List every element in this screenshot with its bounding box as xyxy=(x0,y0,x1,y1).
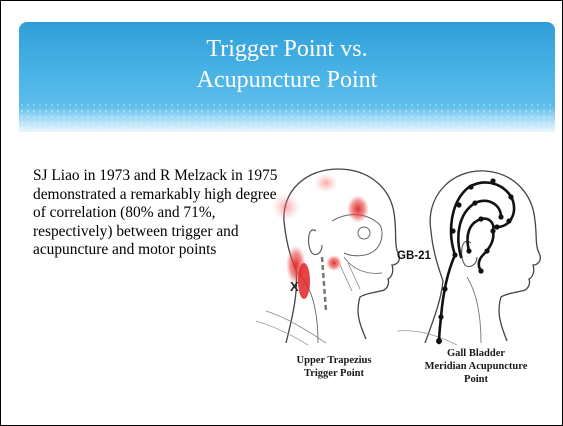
right-caption-line-2: Meridian Acupuncture xyxy=(401,360,551,373)
left-caption-line-2: Trigger Point xyxy=(267,367,401,380)
left-caption-line-1: Upper Trapezius xyxy=(267,354,401,367)
trapezius-head-illustration: X xyxy=(256,161,406,346)
left-figure-caption: Upper Trapezius Trigger Point xyxy=(267,354,401,380)
gallbladder-meridian-illustration: GB-21 xyxy=(397,161,549,346)
slide-title-line-1: Trigger Point vs. xyxy=(19,34,555,65)
slide-title-line-2: Acupuncture Point xyxy=(19,65,555,96)
title-banner: Trigger Point vs. Acupuncture Point xyxy=(19,22,555,132)
right-caption-line-1: Gall Bladder xyxy=(401,347,551,360)
slide-title: Trigger Point vs. Acupuncture Point xyxy=(19,34,555,96)
right-caption-line-3: Point xyxy=(401,373,551,386)
gb21-label: GB-21 xyxy=(397,250,431,262)
banner-texture xyxy=(19,102,555,132)
right-figure-caption: Gall Bladder Meridian Acupuncture Point xyxy=(401,347,551,386)
trigger-point-marker: X xyxy=(290,279,299,294)
body-text: SJ Liao in 1973 and R Melzack in 1975 de… xyxy=(33,167,283,260)
